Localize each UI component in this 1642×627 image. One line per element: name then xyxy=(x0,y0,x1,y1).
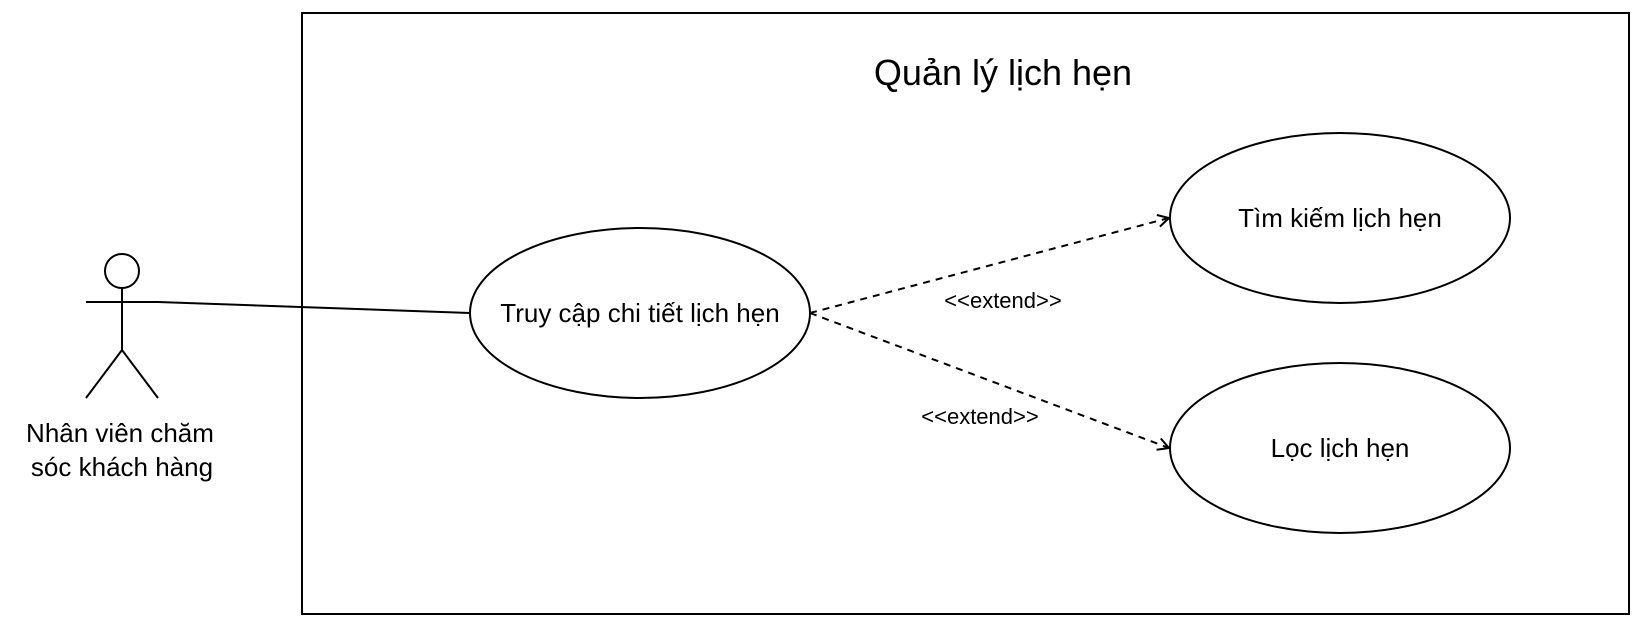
system-boundary xyxy=(301,12,1630,615)
actor-label-line2: sóc khách hàng xyxy=(31,452,213,482)
use-case-search[interactable]: Tìm kiếm lịch hẹn xyxy=(1169,132,1511,304)
actor-label-line1: Nhân viên chăm xyxy=(26,418,214,448)
extend-label-filter: <<extend>> xyxy=(921,404,1038,429)
use-case-search-label: Tìm kiếm lịch hẹn xyxy=(1238,203,1442,233)
association-line xyxy=(86,301,471,314)
use-case-filter-shape xyxy=(1169,362,1511,534)
actor-figure[interactable] xyxy=(85,253,159,399)
use-case-filter-label: Lọc lịch hẹn xyxy=(1271,433,1410,463)
actor-right-leg xyxy=(121,349,159,399)
actor-head xyxy=(104,253,140,289)
system-title: Quản lý lịch hẹn xyxy=(874,52,1132,93)
use-case-access-detail-label: Truy cập chi tiết lịch hẹn xyxy=(500,298,779,328)
extend-arrow-search xyxy=(809,218,1169,314)
use-case-search-shape xyxy=(1169,132,1511,304)
extend-label-search: <<extend>> xyxy=(944,288,1061,313)
use-case-filter[interactable]: Lọc lịch hẹn xyxy=(1169,362,1511,534)
use-case-access-detail-shape xyxy=(469,227,811,399)
use-case-access-detail[interactable]: Truy cập chi tiết lịch hẹn xyxy=(469,227,811,399)
actor-left-leg xyxy=(85,349,123,399)
